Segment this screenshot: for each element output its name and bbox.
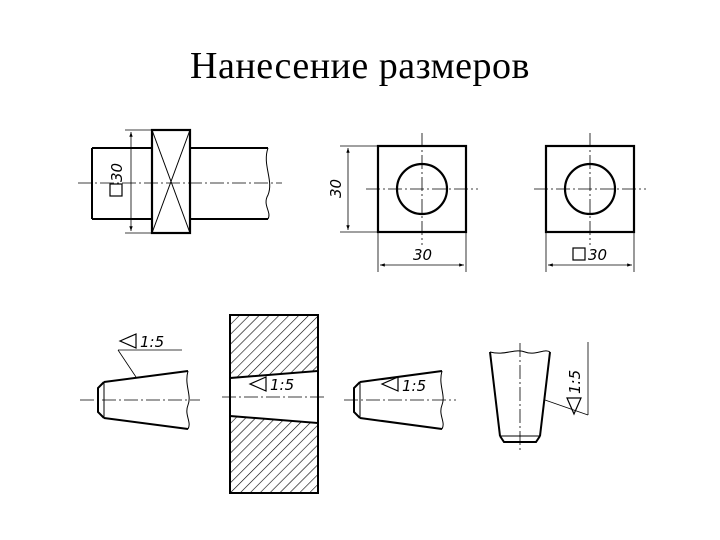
square-dimension-label: 30 [108, 163, 126, 182]
figure-tapered-shaft: 1:5 [80, 333, 200, 430]
square-symbol-icon [109, 183, 123, 197]
taper-label: 1:5 [140, 333, 164, 351]
taper-label: 1:5 [270, 376, 294, 394]
height-dimension-label: 30 [327, 179, 345, 198]
taper-label: 1:5 [566, 370, 584, 394]
taper-symbol-icon [118, 333, 137, 349]
figure-vertical-taper: 1:5 [489, 342, 589, 452]
figure-tapered-hole-section: 1:5 [222, 314, 326, 494]
page-title: Нанесение размеров [190, 45, 530, 87]
taper-symbol-icon [380, 376, 399, 392]
figure-shaft-square: 30 [78, 128, 282, 235]
square-width-dimension-label: 30 [588, 246, 607, 264]
figure-tapered-shaft-inline: 1:5 [344, 370, 456, 430]
taper-symbol-icon [566, 397, 582, 416]
taper-label: 1:5 [402, 377, 426, 395]
square-symbol-icon [572, 247, 586, 261]
taper-symbol-icon [248, 376, 267, 392]
width-dimension-label: 30 [413, 246, 432, 264]
figure-square-view-a: 30 30 [327, 133, 478, 272]
figure-square-view-b: 30 [534, 133, 646, 272]
